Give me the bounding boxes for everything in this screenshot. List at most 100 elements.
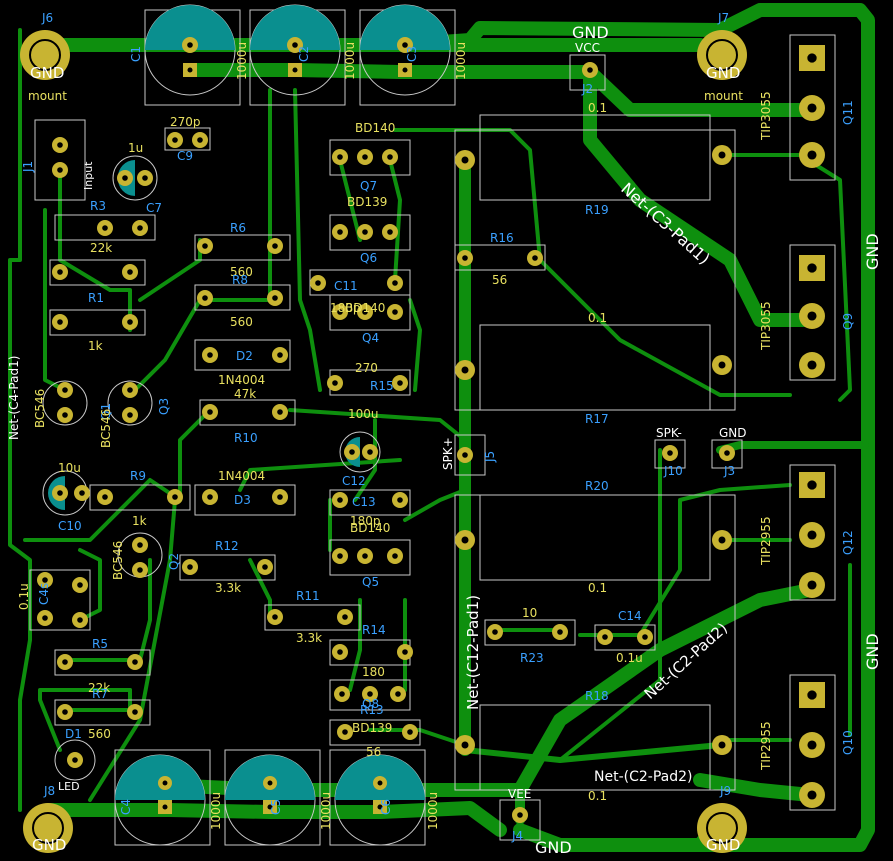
hole-name-j9: GND (706, 836, 740, 854)
emitter-resistor-pad-3-drill (461, 366, 469, 374)
component-pad-42-drill (392, 309, 398, 315)
part-val-r9: 1k (132, 514, 147, 528)
transistor-type-q11: TIP3055 (759, 91, 773, 141)
transistor-type-q5: BD140 (350, 521, 390, 535)
connector-name-j10: SPK- (656, 426, 682, 440)
cap-val-c4: 1000u (209, 792, 223, 830)
connector-ref-j3: J3 (723, 464, 735, 478)
transistor-ref-q1: Q1 (99, 403, 113, 420)
component-pad-44-drill (397, 380, 403, 386)
cap-ref-c6: C6 (379, 799, 393, 815)
transistor-ref-q11: Q11 (841, 100, 855, 125)
net-label-gnd-right-bottom: GND (863, 633, 882, 670)
pad-layer (20, 30, 825, 853)
transistor-type-q1: BC546 (33, 389, 47, 428)
component-pad-41-drill (362, 309, 368, 315)
component-pad-55-drill (367, 691, 373, 697)
power-transistor-pad-4-drill (807, 311, 817, 321)
component-pad-77-drill (77, 617, 83, 623)
component-pad-36-drill (362, 229, 368, 235)
component-pad-57-drill (342, 729, 348, 735)
component-pad-75-drill (72, 757, 78, 763)
component-pad-38-drill (315, 280, 321, 286)
hole-name-j8: GND (32, 836, 66, 854)
cap-val-c5: 1000u (319, 792, 333, 830)
part-ref-r7: R7 (92, 687, 108, 701)
connector-name-j3: GND (719, 426, 747, 440)
part-ref-r15: R15 (370, 379, 394, 393)
net-label-gnd-right-top: GND (863, 233, 882, 270)
part-val-r12: 3.3k (215, 581, 241, 595)
bulk-cap-top-pad-neg-1-drill (292, 42, 298, 48)
resistor-val-r18: 0.1 (588, 789, 607, 803)
part-val-r8: 560 (230, 315, 253, 329)
part-ref-d3: D3 (234, 493, 251, 507)
connector-name-j5: SPK+ (441, 437, 455, 470)
component-pad-40-drill (337, 309, 343, 315)
component-pad-73-drill (62, 709, 68, 715)
transistor-type-q3: BC546 (99, 409, 113, 448)
bulk-cap-bottom-pad-1-drill (267, 804, 273, 810)
component-pad-16-drill (207, 352, 213, 358)
resistor-val-r20: 0.1 (588, 581, 607, 595)
component-pad-47-drill (337, 497, 343, 503)
connector-ref-j10: J10 (663, 464, 683, 478)
cap-val-c2: 1000u (343, 42, 357, 80)
component-pad-70-drill (42, 615, 48, 621)
power-transistor-pad-0-drill (807, 53, 817, 63)
component-pad-60-drill (172, 494, 178, 500)
mounting-hole-pad-3 (697, 803, 747, 853)
connector-ref-j4: J4 (511, 829, 523, 843)
component-pad-74-drill (132, 709, 138, 715)
net-label-c3-pad1: Net-(C3-Pad1) (617, 179, 713, 268)
part-ref-c10: C10 (58, 519, 82, 533)
connector-ref-j2: J2 (581, 82, 593, 96)
bulk-cap-top-pad-pos-0-drill (187, 67, 193, 73)
part-val-r5: 22k (88, 681, 110, 695)
component-pad-4-drill (57, 269, 63, 275)
mounting-hole-ring-2 (32, 812, 64, 844)
component-pad-5-drill (127, 269, 133, 275)
component-pad-46-drill (349, 449, 355, 455)
power-transistor-pad-8-drill (807, 580, 817, 590)
power-transistor-pad-7-drill (807, 530, 817, 540)
component-pad-14-drill (202, 295, 208, 301)
component-pad-20-drill (207, 494, 213, 500)
transistor-type-q6: BD139 (347, 195, 387, 209)
component-pad-23-drill (262, 564, 268, 570)
component-pad-26-drill (462, 255, 468, 261)
component-pad-3-drill (137, 225, 143, 231)
part-ref-c7: C7 (146, 201, 162, 215)
component-pad-69-drill (42, 577, 48, 583)
part-val-c10: 10u (58, 461, 81, 475)
power-transistor-pad-2-drill (807, 150, 817, 160)
part-ref-r11: R11 (296, 589, 320, 603)
power-transistor-pad-3-drill (807, 263, 817, 273)
component-pad-65-drill (127, 387, 133, 393)
transistor-type-q10: TIP2955 (759, 721, 773, 771)
component-pad-30-drill (602, 634, 608, 640)
bulk-cap-top-pad-neg-2-drill (402, 42, 408, 48)
connector-ref-d1: D1 (65, 727, 82, 741)
part-ref-r8: R8 (232, 273, 248, 287)
connector-name-d1: LED (58, 780, 80, 793)
part-val-c7: 1u (128, 141, 143, 155)
component-pad-2-drill (102, 225, 108, 231)
power-transistor-pad-11-drill (807, 790, 817, 800)
power-transistor-pad-9-drill (807, 690, 817, 700)
component-pad-18-drill (207, 409, 213, 415)
connector-ref-j1: J1 (21, 161, 35, 173)
emitter-resistor-pad-7-drill (461, 741, 469, 749)
part-ref-c9: C9 (177, 149, 193, 163)
hole-name-j6: GND (30, 64, 64, 82)
transistor-ref-q8: Q8 (362, 697, 379, 711)
component-pad-79-drill (517, 812, 523, 818)
component-pad-22-drill (187, 564, 193, 570)
cap-ref-c2: C2 (297, 46, 311, 62)
component-pad-32-drill (337, 154, 343, 160)
part-ref-c13: C13 (352, 495, 376, 509)
hole-ref-j9: J9 (719, 784, 731, 798)
part-ref-c4s: C4s (37, 583, 51, 605)
bulk-cap-top-pad-pos-2-drill (402, 67, 408, 73)
